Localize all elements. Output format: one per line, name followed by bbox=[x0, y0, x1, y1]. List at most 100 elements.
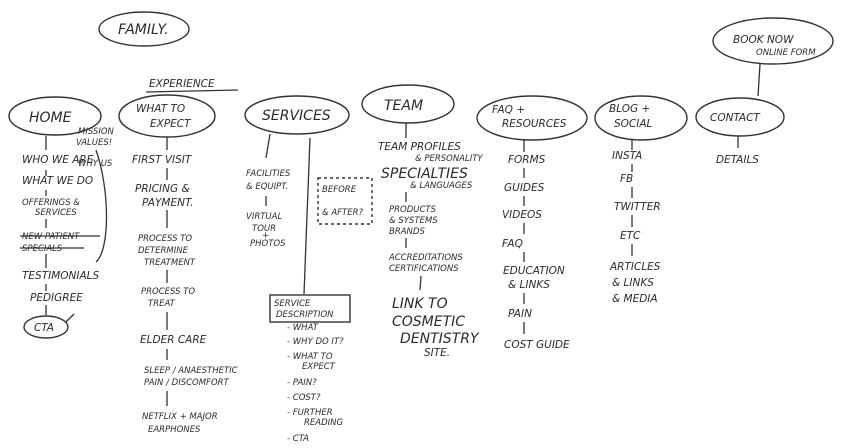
blog-item: FB bbox=[620, 173, 633, 185]
services-spine-left bbox=[265, 133, 271, 159]
team-item: & SYSTEMS bbox=[389, 216, 438, 226]
service-desc-item: - FURTHER bbox=[287, 408, 333, 418]
team-node bbox=[361, 84, 455, 124]
team-item: SPECIALTIES bbox=[381, 166, 468, 182]
home-bracket bbox=[95, 149, 108, 263]
home-item: OFFERINGS & bbox=[22, 198, 80, 208]
service-desc-item: - CTA bbox=[287, 434, 309, 444]
home-item: SERVICES bbox=[35, 208, 77, 218]
family-node bbox=[98, 11, 190, 47]
expect-item: PROCESS TO bbox=[141, 287, 195, 297]
blog-title: SOCIAL bbox=[614, 118, 653, 130]
home-item-struck: NEW PATIENT bbox=[22, 232, 80, 242]
services-left-item: TOUR bbox=[252, 224, 276, 234]
online-form-label: ONLINE FORM bbox=[756, 48, 816, 58]
expect-item: TREATMENT bbox=[144, 258, 196, 268]
service-desc-item: EXPECT bbox=[302, 362, 336, 372]
contact-item: DETAILS bbox=[716, 154, 759, 166]
book-now-connector bbox=[757, 63, 761, 97]
home-title: HOME bbox=[29, 110, 72, 126]
services-spine-main bbox=[303, 137, 311, 295]
services-left-item: + bbox=[262, 231, 269, 241]
home-item: TESTIMONIALS bbox=[22, 270, 100, 282]
before-label: BEFORE bbox=[322, 185, 357, 195]
services-left-item: PHOTOS bbox=[250, 239, 286, 249]
home-cta: CTA bbox=[34, 322, 54, 334]
blog-item: & LINKS bbox=[612, 277, 654, 289]
expect-item: ELDER CARE bbox=[140, 334, 207, 346]
blog-item: ETC bbox=[620, 230, 641, 242]
cta-tail bbox=[65, 313, 75, 323]
after-label: & AFTER? bbox=[322, 208, 364, 218]
service-desc-item: - WHAT TO bbox=[287, 352, 333, 362]
team-item: TEAM PROFILES bbox=[378, 141, 461, 153]
service-description-box bbox=[269, 294, 351, 323]
expect-item: EARPHONES bbox=[148, 425, 201, 435]
expect-item: SLEEP / ANAESTHETIC bbox=[144, 366, 238, 376]
service-desc-item: READING bbox=[304, 418, 344, 428]
faq-node bbox=[476, 95, 588, 141]
service-desc-item: - WHY DO IT? bbox=[287, 337, 344, 347]
faq-item: COST GUIDE bbox=[504, 339, 570, 351]
home-values: VALUES! bbox=[76, 138, 112, 148]
faq-title: FAQ + bbox=[492, 104, 525, 116]
team-item: ACCREDITATIONS bbox=[388, 253, 463, 263]
expect-item: PAIN / DISCOMFORT bbox=[144, 378, 230, 388]
team-item: LINK TO bbox=[392, 296, 448, 312]
expect-item: PAYMENT. bbox=[142, 197, 193, 209]
before-after-box bbox=[317, 177, 373, 225]
team-item: COSMETIC bbox=[392, 314, 465, 330]
blog-item: ARTICLES bbox=[609, 261, 661, 273]
service-desc-item: - PAIN? bbox=[287, 378, 317, 388]
contact-node bbox=[695, 97, 785, 137]
faq-title: RESOURCES bbox=[502, 118, 567, 130]
expect-node bbox=[118, 94, 216, 138]
faq-item: EDUCATION bbox=[503, 265, 565, 277]
blog-item: TWITTER bbox=[614, 201, 661, 213]
services-title: SERVICES bbox=[262, 108, 331, 124]
home-node bbox=[8, 96, 102, 136]
service-desc-item: - WHAT bbox=[287, 323, 319, 333]
team-item: PRODUCTS bbox=[389, 205, 437, 215]
services-left-item: VIRTUAL bbox=[246, 212, 282, 222]
family-label: FAMILY. bbox=[118, 22, 169, 38]
services-left-item: & EQUIPT. bbox=[246, 182, 288, 192]
experience-underline bbox=[145, 89, 239, 93]
team-item: & PERSONALITY bbox=[415, 154, 483, 164]
experience-label: EXPERIENCE bbox=[149, 78, 215, 90]
blog-item: INSTA bbox=[612, 150, 642, 162]
services-node bbox=[244, 95, 350, 135]
expect-title: EXPECT bbox=[150, 118, 192, 130]
blog-title: BLOG + bbox=[609, 103, 650, 115]
service-desc-item: - COST? bbox=[287, 393, 321, 403]
expect-item: DETERMINE bbox=[138, 246, 189, 256]
faq-item: & LINKS bbox=[508, 279, 550, 291]
book-now-label: BOOK NOW bbox=[733, 34, 794, 46]
faq-item: GUIDES bbox=[504, 182, 545, 194]
blog-node bbox=[594, 95, 688, 141]
expect-item: NETFLIX + MAJOR bbox=[142, 412, 218, 422]
home-why-us: WHY US bbox=[78, 159, 113, 169]
strike-line bbox=[20, 235, 100, 249]
expect-title: WHAT TO bbox=[136, 103, 185, 115]
service-box-title: DESCRIPTION bbox=[276, 310, 334, 320]
contact-title: CONTACT bbox=[710, 112, 761, 124]
book-now-node bbox=[712, 17, 834, 65]
home-item: WHAT WE DO bbox=[22, 175, 93, 187]
home-item: WHO WE ARE bbox=[22, 154, 94, 166]
expect-item: FIRST VISIT bbox=[132, 154, 193, 166]
faq-item: FORMS bbox=[508, 154, 546, 166]
expect-item: PRICING & bbox=[135, 183, 190, 195]
team-item: & LANGUAGES bbox=[410, 181, 473, 191]
blog-item: & MEDIA bbox=[612, 293, 658, 305]
faq-item: FAQ bbox=[502, 238, 523, 250]
team-item: BRANDS bbox=[389, 227, 425, 237]
expect-item: PROCESS TO bbox=[138, 234, 192, 244]
home-item-struck: SPECIALS bbox=[22, 244, 63, 254]
services-left-item: FACILITIES bbox=[246, 169, 291, 179]
faq-item: VIDEOS bbox=[502, 209, 542, 221]
service-box-title: SERVICE bbox=[274, 299, 311, 309]
team-title: TEAM bbox=[384, 98, 423, 114]
home-item: PEDIGREE bbox=[30, 292, 83, 304]
team-item: SITE. bbox=[424, 347, 450, 359]
